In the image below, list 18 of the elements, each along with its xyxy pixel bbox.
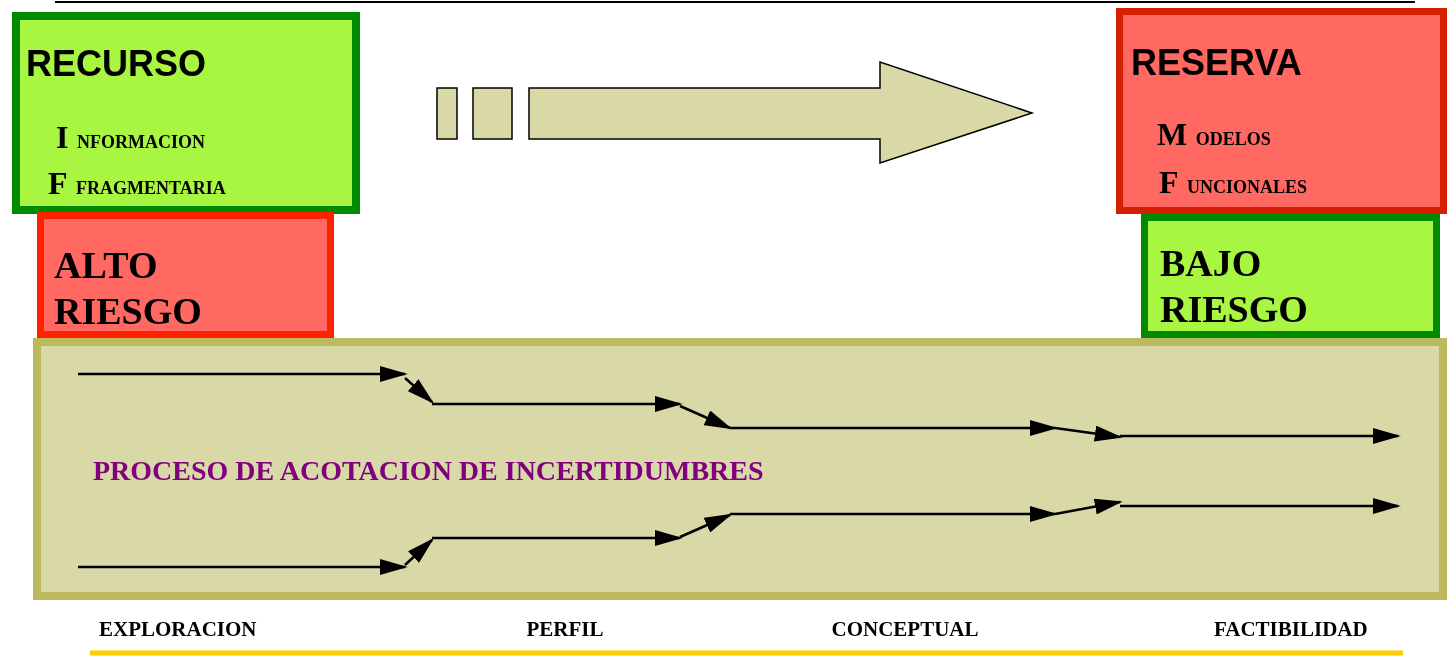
resource-box (12, 12, 360, 214)
box-text: F FRAGMENTARIA (48, 164, 226, 203)
panel-title: PROCESO DE ACOTACION DE INCERTIDUMBRES (93, 454, 764, 488)
process-panel (33, 338, 1447, 600)
box-text: M ODELOS (1157, 115, 1271, 154)
box-heading: ALTO RIESGO (54, 243, 203, 334)
box-heading: RESERVA (1131, 41, 1302, 85)
box-text: F UNCIONALES (1159, 163, 1308, 202)
box-text: I NFORMACION (56, 118, 205, 157)
phase-label: PERFIL (526, 617, 604, 642)
box-heading: BAJO RIESGO (1160, 241, 1309, 332)
phase-label: FACTIBILIDAD (1214, 617, 1368, 642)
risk-box (1141, 214, 1440, 338)
risk-box (37, 212, 334, 338)
box-heading: RECURSO (26, 42, 207, 86)
phase-label: CONCEPTUAL (831, 617, 979, 642)
reserve-box (1116, 8, 1447, 214)
phase-label: EXPLORACION (99, 617, 257, 642)
